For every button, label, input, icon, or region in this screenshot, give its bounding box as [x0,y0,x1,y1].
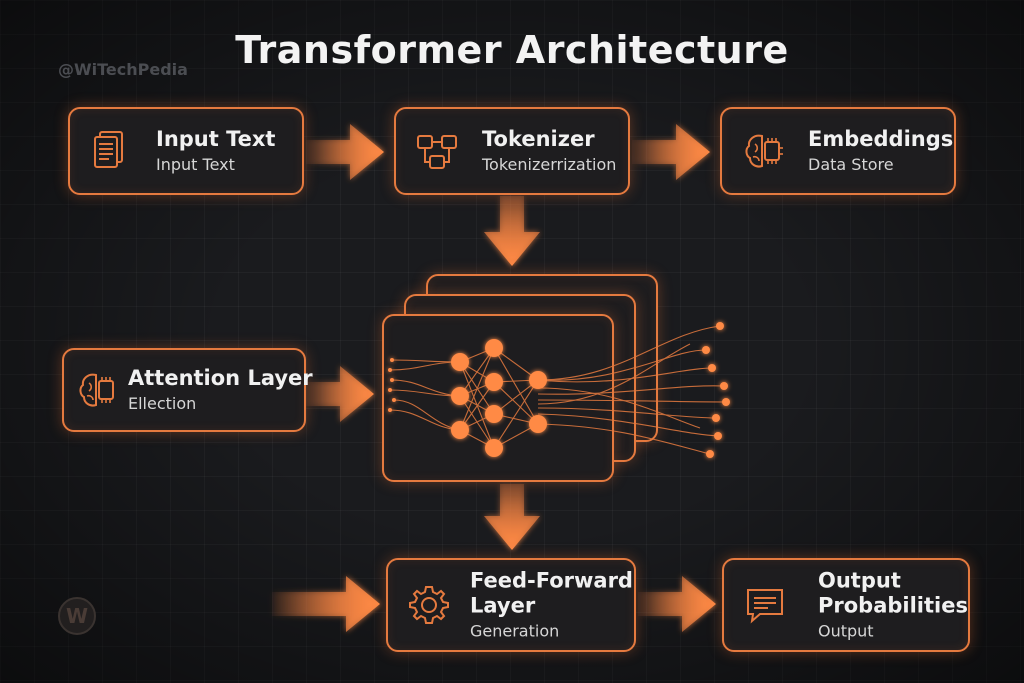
node-sublabel: Data Store [808,155,894,174]
node-tokenizer-text: Tokenizer Tokenizerrization [482,127,616,175]
node-label: Attention Layer [128,366,313,390]
arrow-feedforward-to-output [638,576,716,632]
gear-icon [409,586,449,624]
node-feed-forward-text: Feed-Forward Layer Generation [470,569,633,642]
node-embeddings: Embeddings Data Store [720,107,956,195]
node-sublabel: Output [818,621,874,641]
node-feed-forward-layer: Feed-Forward Layer Generation [386,558,636,652]
node-attention-layer: Attention Layer Ellection [62,348,313,432]
node-sublabel: Ellection [128,394,197,413]
arrow-attention-to-stack [306,366,374,422]
node-label: Feed-Forward [470,568,633,593]
node-attention-text: Attention Layer Ellection [128,366,313,414]
node-input-text: Input Text Input Text [68,107,304,195]
chat-icon [747,589,783,624]
arrow-tokenizer-to-stack [484,196,540,266]
brain-chip-icon [745,134,783,168]
node-label: Tokenizer [482,127,595,151]
node-output-probabilities: Output Probabilities Output [722,558,970,652]
node-sublabel: Input Text [156,155,235,174]
node-embeddings-text: Embeddings Data Store [808,127,953,175]
logo-mark: W [58,597,96,635]
brain-chip-icon [79,373,114,407]
document-icon [94,131,123,168]
neural-network-graphic [388,322,730,458]
node-tokenizer: Tokenizer Tokenizerrization [394,107,630,195]
arrow-tokenizer-to-embeddings [632,124,710,180]
node-label-line2: Layer [470,593,536,618]
node-output-text: Output Probabilities Output [818,569,968,642]
node-sublabel: Generation [470,621,560,641]
node-label: Embeddings [808,127,954,151]
arrow-stack-to-feedforward [484,484,540,550]
watermark: @WiTechPedia [58,60,188,79]
node-label: Input Text [156,127,276,151]
flow-blocks-icon [417,135,457,169]
arrow-incoming-to-feedforward [272,576,380,632]
diagram-title: Transformer Architecture [235,28,789,72]
node-label: Output [818,568,901,593]
node-sublabel: Tokenizerrization [482,155,617,174]
node-input-text-text: Input Text Input Text [156,127,275,175]
arrow-input-to-tokenizer [306,124,384,180]
node-label-line2: Probabilities [818,593,968,618]
